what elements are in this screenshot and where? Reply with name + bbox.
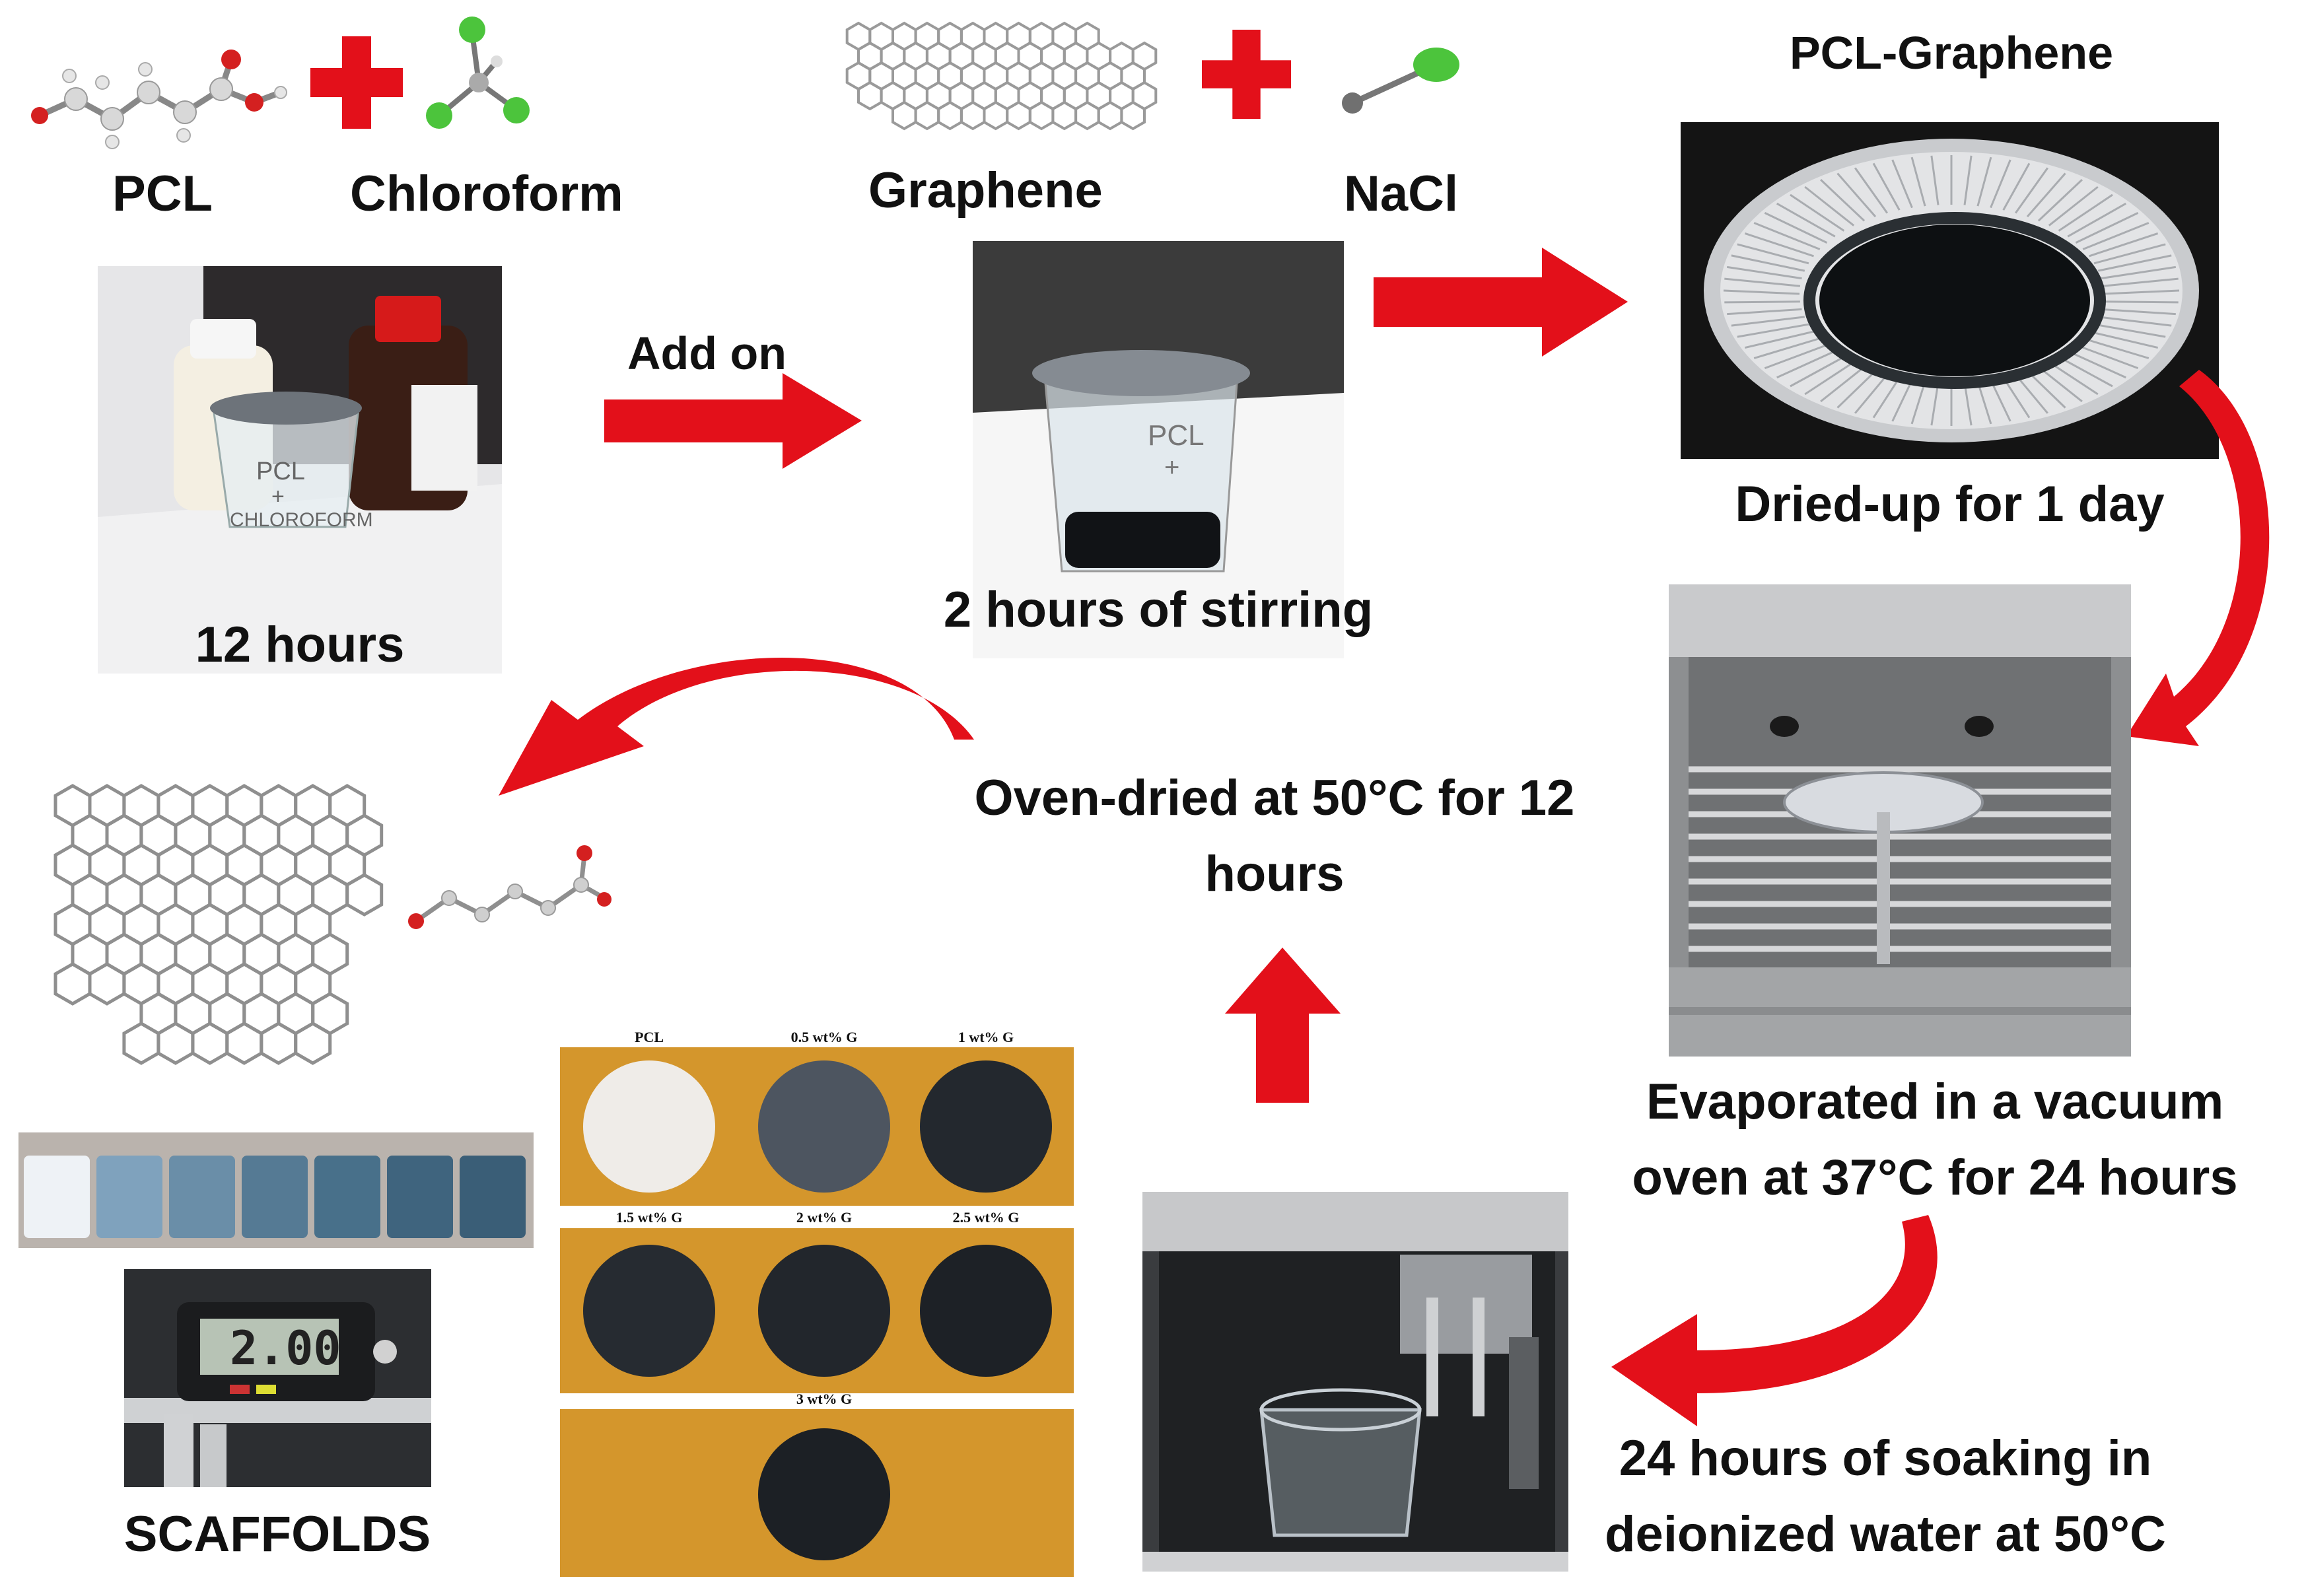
dried-dish-photo xyxy=(1681,122,2219,459)
sample-disc xyxy=(583,1245,715,1377)
scaffold-foam-block xyxy=(314,1156,380,1238)
pcl-chloroform-photo: PCL + CHLOROFORM 12 hours xyxy=(98,266,502,674)
sample-discs-panel: PCL 0.5 wt% G 1 wt% G 1.5 wt% G 2 wt% G 2.5 w… xyxy=(560,1022,1074,1577)
chloroform-molecule-icon xyxy=(426,17,530,129)
oven-dried-caption-line2: hours xyxy=(1205,846,1345,902)
beaker-text-plus: + xyxy=(271,484,285,509)
scaffold-foam-block xyxy=(96,1156,162,1238)
beaker-text-chloroform: CHLOROFORM xyxy=(230,509,373,531)
nacl-molecule-icon xyxy=(1342,48,1459,114)
sample-disc-label: 2.5 wt% G xyxy=(953,1209,1020,1226)
curved-arrow-to-scaffold xyxy=(499,657,974,796)
pcl-label: PCL xyxy=(112,166,213,222)
scaffold-foam-block xyxy=(387,1156,453,1238)
arrow-up-to-oven-drying xyxy=(1225,948,1341,1103)
beaker-text-plus-2: + xyxy=(1164,453,1180,482)
sample-disc-label: 0.5 wt% G xyxy=(791,1029,858,1045)
vacuum-oven-photo xyxy=(1669,584,2131,1057)
curved-arrow-to-vacuum-oven xyxy=(2126,370,2270,746)
sample-disc xyxy=(758,1245,890,1377)
sample-disc xyxy=(583,1060,715,1193)
sample-disc xyxy=(758,1428,890,1560)
arrow-right-to-drying xyxy=(1374,248,1628,357)
vacuum-caption-line2: oven at 37°C for 24 hours xyxy=(1632,1150,2238,1206)
caliper-photo: 2.00 xyxy=(124,1269,431,1487)
red-plus-icon-2 xyxy=(1202,30,1291,119)
curved-arrow-to-water-bath xyxy=(1611,1215,1938,1426)
graphene-pcl-composite-icon xyxy=(53,784,611,1065)
nacl-label: NaCl xyxy=(1344,166,1459,222)
scaffolds-label: SCAFFOLDS xyxy=(123,1506,431,1562)
oven-dried-caption-line1: Oven-dried at 50°C for 12 xyxy=(974,770,1575,826)
scaffold-foams-photo xyxy=(18,1132,534,1248)
pcl-photo-caption: 12 hours xyxy=(195,617,405,673)
beaker-text-pcl-2: PCL xyxy=(1148,419,1205,452)
graphene-sheet-icon xyxy=(845,21,1158,131)
graphene-label: Graphene xyxy=(868,162,1103,219)
vacuum-caption-line1: Evaporated in a vacuum xyxy=(1646,1074,2224,1130)
stirring-photo: PCL + 2 hours of stirring xyxy=(944,241,1373,658)
sample-disc-label: 3 wt% G xyxy=(796,1391,852,1407)
add-on-label: Add on xyxy=(627,328,787,379)
dried-caption: Dried-up for 1 day xyxy=(1735,476,2165,532)
soaking-caption-line1: 24 hours of soaking in xyxy=(1619,1430,2152,1486)
sample-disc xyxy=(920,1245,1052,1377)
scaffold-foam-block xyxy=(169,1156,235,1238)
pcl-molecule-icon xyxy=(31,50,287,149)
soaking-caption-line2: deionized water at 50°C xyxy=(1605,1506,2166,1562)
red-plus-icon xyxy=(310,36,403,129)
sample-disc-label: 1.5 wt% G xyxy=(616,1209,683,1226)
sample-disc-label: PCL xyxy=(635,1029,664,1045)
chloroform-label: Chloroform xyxy=(350,166,623,222)
scaffold-foam-block xyxy=(242,1156,308,1238)
arrow-right-add-on xyxy=(604,373,862,469)
sample-disc-label: 1 wt% G xyxy=(958,1029,1014,1045)
sample-disc-label: 2 wt% G xyxy=(796,1209,852,1226)
stirring-photo-caption: 2 hours of stirring xyxy=(943,582,1374,638)
caliper-reading: 2.00 xyxy=(230,1321,341,1375)
pcl-graphene-title: PCL-Graphene xyxy=(1789,27,2114,79)
sample-disc xyxy=(758,1060,890,1193)
sample-disc xyxy=(920,1060,1052,1193)
scaffold-foam-block xyxy=(460,1156,526,1238)
scaffold-foam-block xyxy=(24,1156,90,1238)
beaker-text-pcl: PCL xyxy=(256,458,305,485)
water-bath-photo xyxy=(1142,1192,1568,1572)
